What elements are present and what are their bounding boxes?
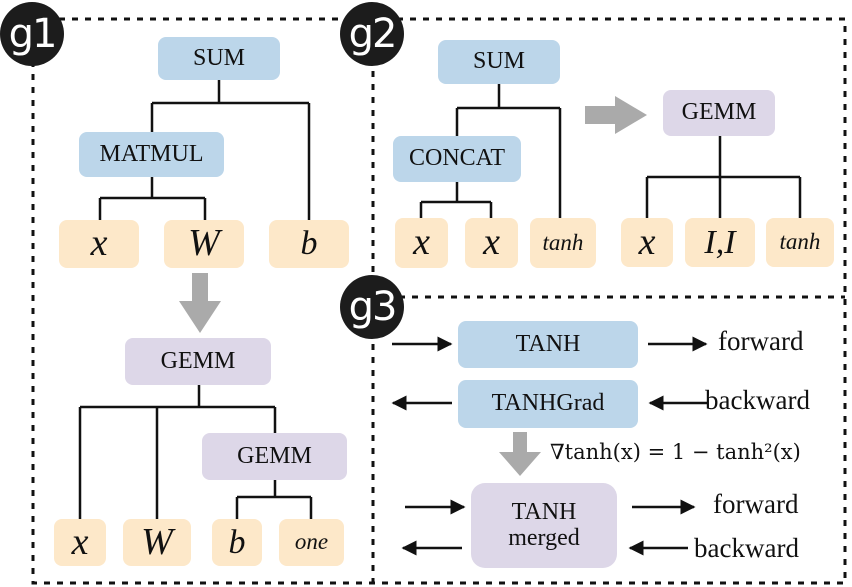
- g2-leaf-x2: x: [465, 218, 518, 268]
- g3-forward-label-2: forward: [713, 489, 799, 519]
- g3-down-arrow: [499, 432, 541, 476]
- g2-sum-node: SUM: [438, 40, 560, 84]
- g1-out-w: W: [123, 519, 191, 566]
- g3-backward-label-2: backward: [694, 533, 799, 563]
- g3-tanh-node: TANH: [458, 321, 638, 368]
- g3-merged-line1: TANH: [511, 499, 577, 526]
- g1-tree-lines: [78, 80, 313, 519]
- g2-gemm-node: GEMM: [663, 90, 775, 136]
- g1-out-one: one: [279, 519, 344, 566]
- outer-frame: [31, 17, 847, 585]
- g2-right-arrow: [585, 96, 647, 134]
- g3-merged-line2: merged: [508, 524, 580, 551]
- g2-out-ii: I,I: [685, 218, 755, 267]
- g2-out-x: x: [621, 218, 673, 267]
- g1-leaf-x: x: [59, 220, 139, 268]
- g1-leaf-w: W: [164, 220, 244, 268]
- g1-sum-node: SUM: [158, 37, 280, 80]
- g1-gemm-node: GEMM: [125, 338, 271, 385]
- g3-flow-arrows: [391, 336, 708, 556]
- g1-leaf-b: b: [269, 220, 349, 268]
- g1-down-arrow: [179, 273, 221, 333]
- g3-gradient-formula: ∇tanh(x) = 1 − tanh²(x): [550, 440, 801, 464]
- transform-arrows: [179, 96, 647, 476]
- g1-gemm-inner-node: GEMM: [202, 433, 347, 480]
- g3-merged-node: TANH merged: [471, 483, 617, 568]
- g2-leaf-tanh: tanh: [530, 218, 596, 268]
- g3-tanhgrad-node: TANHGrad: [458, 380, 638, 428]
- g2-tree-lines: [419, 84, 802, 218]
- g3-forward-label-1: forward: [718, 326, 804, 356]
- g2-out-tanh: tanh: [766, 218, 834, 267]
- g1-out-b: b: [212, 519, 262, 566]
- g2-concat-node: CONCAT: [393, 136, 521, 182]
- g2-leaf-x1: x: [395, 218, 448, 268]
- frame-lines: [31, 17, 847, 585]
- g1-out-x: x: [54, 519, 106, 566]
- g2-badge: g2: [340, 2, 404, 66]
- g3-badge: g3: [340, 275, 404, 339]
- g1-badge: g1: [0, 2, 64, 66]
- g3-backward-label-1: backward: [705, 385, 810, 415]
- g1-matmul-node: MATMUL: [79, 132, 224, 177]
